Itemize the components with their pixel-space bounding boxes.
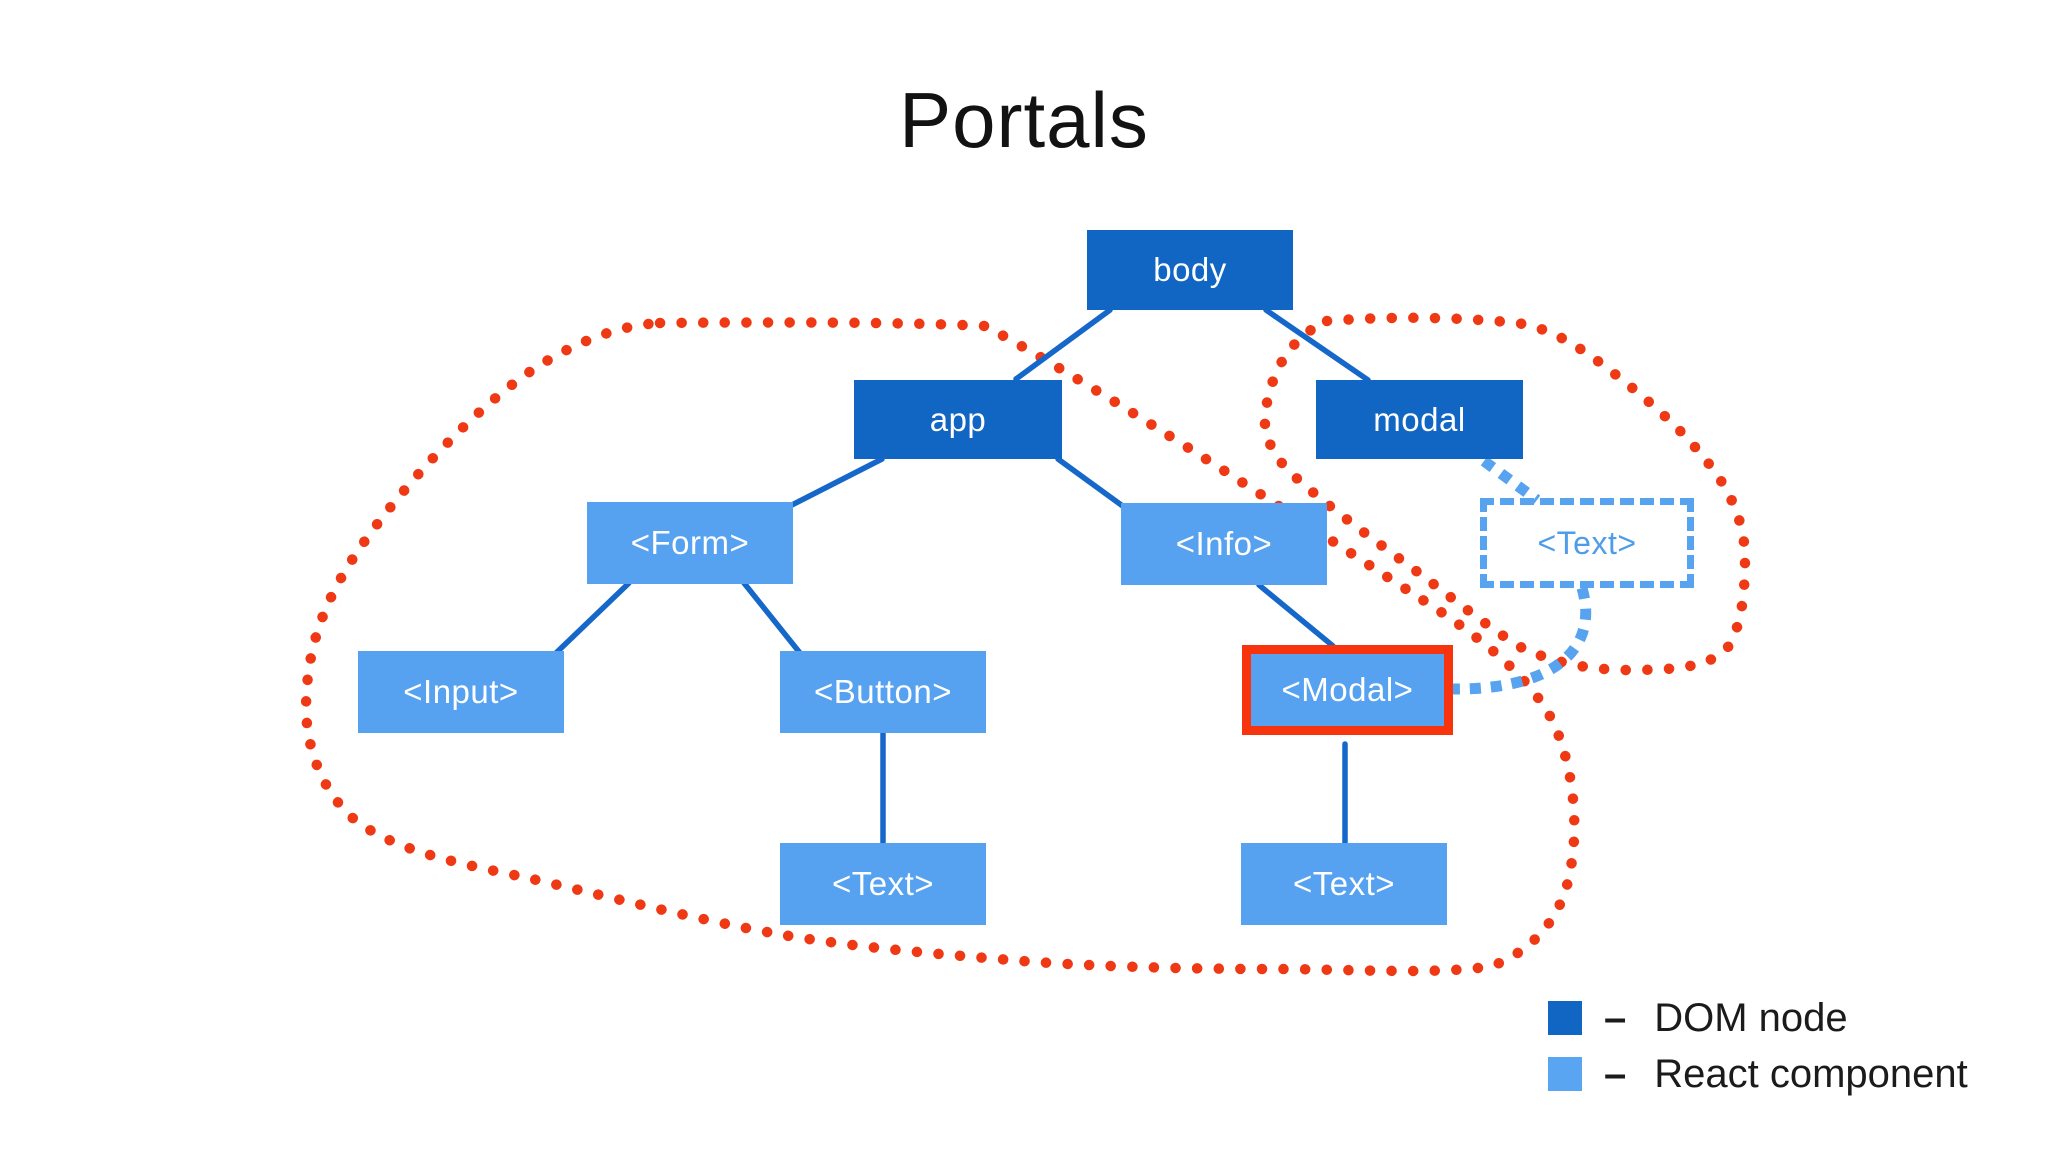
edge-app-info — [1055, 456, 1127, 510]
node-info-component: <Info> — [1121, 503, 1327, 585]
edge-app-form — [785, 456, 885, 510]
node-portal-text-ghost: <Text> — [1480, 498, 1694, 588]
tree-edges — [553, 307, 1371, 848]
node-input-component: <Input> — [358, 651, 564, 733]
portal-link-text-to-component — [1452, 586, 1592, 695]
node-text-under-button: <Text> — [780, 843, 986, 925]
portal-region-left-outline — [300, 317, 1580, 977]
node-text-under-modal: <Text> — [1241, 843, 1447, 925]
node-body: body — [1087, 230, 1293, 310]
legend-item-dom-node: – DOM node — [1548, 998, 1968, 1038]
portal-region-right-outline — [1259, 312, 1751, 676]
edge-body-modal — [1263, 307, 1371, 383]
portal-region-outlines — [300, 312, 1751, 977]
node-app: app — [854, 380, 1062, 459]
edge-info-modal — [1256, 582, 1336, 649]
legend-label-react-component: React component — [1654, 1052, 1968, 1096]
legend-separator: – — [1604, 1052, 1627, 1096]
node-button-component: <Button> — [780, 651, 986, 733]
edge-body-app — [1013, 307, 1113, 382]
dom-node-swatch — [1548, 1001, 1582, 1035]
edge-form-input — [553, 580, 632, 656]
legend-label-dom-node: DOM node — [1654, 996, 1848, 1040]
react-component-swatch — [1548, 1057, 1582, 1091]
edge-form-button — [741, 580, 803, 656]
node-form-component: <Form> — [587, 502, 793, 584]
legend-separator: – — [1604, 996, 1627, 1040]
node-modal-component-highlighted: <Modal> — [1242, 645, 1453, 735]
legend: – DOM node – React component — [1548, 998, 1968, 1094]
page-title: Portals — [899, 76, 1149, 164]
portal-link — [1452, 456, 1592, 695]
portal-link-modal-to-text — [1480, 456, 1541, 505]
node-modal: modal — [1316, 380, 1523, 459]
legend-item-react-component: – React component — [1548, 1054, 1968, 1094]
